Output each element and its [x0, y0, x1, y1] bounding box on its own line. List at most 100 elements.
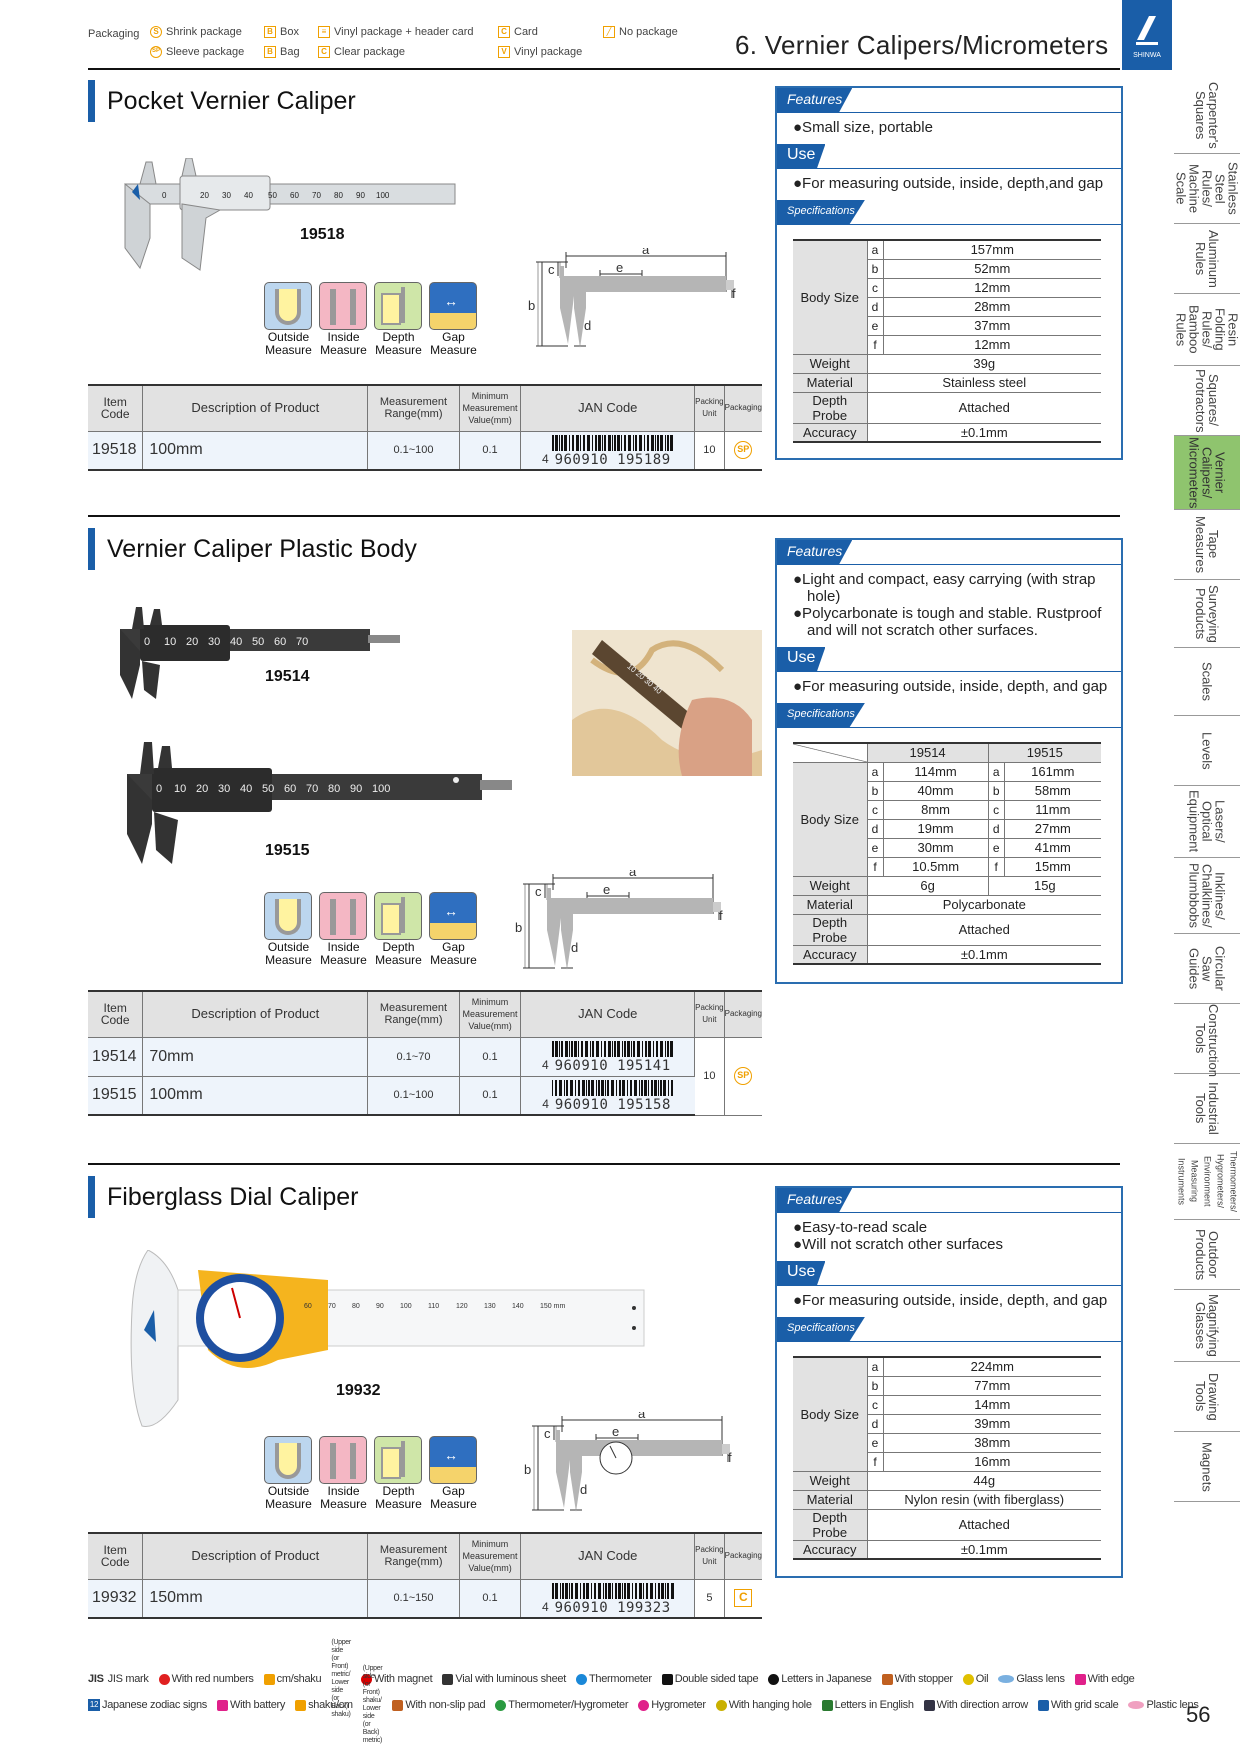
- sidebar-tab[interactable]: Tape Measures: [1174, 510, 1240, 580]
- sidebar-tab[interactable]: Construction Tools: [1174, 1004, 1240, 1077]
- inside-measure-icon: [319, 892, 367, 940]
- sidebar-tab[interactable]: Magnets: [1174, 1432, 1240, 1502]
- sidebar-tab[interactable]: Resin Folding Rules/ Bamboo Rules: [1174, 294, 1240, 366]
- svg-text:60: 60: [304, 1303, 312, 1310]
- sidebar-tab[interactable]: Thermometers/ Hygrometers/ Environment M…: [1174, 1144, 1240, 1220]
- svg-text:0: 0: [156, 783, 162, 795]
- svg-text:40: 40: [230, 636, 242, 648]
- use-header: Use: [777, 144, 1121, 169]
- legend-item: With edge: [1074, 1673, 1135, 1685]
- specifications-header: Specifications: [777, 200, 1121, 225]
- sidebar-tab[interactable]: Levels: [1174, 716, 1240, 786]
- svg-text:90: 90: [356, 191, 365, 200]
- page-title: 6. Vernier Calipers/Micrometers: [735, 30, 1109, 60]
- svg-text:80: 80: [328, 783, 340, 795]
- specifications-header: Specifications: [777, 1317, 1121, 1342]
- legend-item: Letters in Japanese: [768, 1673, 872, 1685]
- hand-holding-caliper-photo: 10 20 30 40: [572, 630, 762, 776]
- sidebar-tab[interactable]: Aluminum Rules: [1174, 224, 1240, 294]
- sidebar-tab[interactable]: Inklines/ Chalklines/ Plumbbobs: [1174, 858, 1240, 934]
- svg-text:40: 40: [244, 191, 253, 200]
- legend-item: With hanging hole: [715, 1699, 812, 1711]
- sidebar-tab[interactable]: Scales: [1174, 648, 1240, 716]
- legend-symbol-icon: [998, 1675, 1015, 1683]
- svg-text:80: 80: [352, 1303, 360, 1310]
- legend-item: shaku/cm: [295, 1699, 353, 1711]
- sidebar-tab[interactable]: Squares/ Protractors: [1174, 366, 1240, 436]
- legend-item: Double sided tape: [661, 1673, 759, 1685]
- svg-text:50: 50: [262, 783, 274, 795]
- gap-measure: ↔Gap Measure: [429, 1436, 478, 1511]
- svg-text:90: 90: [376, 1303, 384, 1310]
- svg-text:90: 90: [350, 783, 362, 795]
- sidebar-tab[interactable]: Lasers/ Optical Equipment: [1174, 786, 1240, 858]
- inside-measure-icon: [319, 1436, 367, 1484]
- sidebar-tab[interactable]: Stainless Steel Rules/ Machine Scale: [1174, 154, 1240, 224]
- svg-text:60: 60: [290, 191, 299, 200]
- legend-symbol-icon: [715, 1699, 727, 1711]
- sidebar-tab[interactable]: Surveying Products: [1174, 580, 1240, 648]
- legend-item: With battery: [217, 1699, 285, 1711]
- legend-no-package: ╱No package: [603, 26, 678, 38]
- sidebar-tab[interactable]: Magnifying Glasses: [1174, 1290, 1240, 1362]
- sidebar-tab[interactable]: Industrial Tools: [1174, 1074, 1240, 1144]
- legend-symbol-icon: [360, 1673, 372, 1685]
- svg-text:70: 70: [328, 1303, 336, 1310]
- svg-text:70: 70: [296, 636, 308, 648]
- legend-item: Hygrometer: [638, 1699, 706, 1711]
- vinyl-header-card-icon: ≡: [318, 26, 330, 38]
- sidebar-tab[interactable]: Outdoor Products: [1174, 1220, 1240, 1290]
- packaging-cell: SP: [724, 431, 762, 471]
- outside-measure: Outside Measure: [264, 892, 313, 967]
- sidebar-tab[interactable]: Carpenter's Squares: [1174, 78, 1240, 154]
- legend-item: With stopper: [881, 1673, 953, 1685]
- gap-measure: ↔Gap Measure: [429, 282, 478, 357]
- legend-item: With magnet: [360, 1673, 433, 1685]
- dim-label-d: d: [580, 1482, 587, 1497]
- legend-symbol-icon: [392, 1699, 404, 1711]
- legend-symbol-icon: [217, 1699, 228, 1711]
- gap-measure-icon: ↔: [429, 892, 477, 940]
- dim-label-f: f: [719, 908, 723, 923]
- clear-package-icon: C: [318, 46, 330, 58]
- legend-symbol-icon: [768, 1673, 780, 1685]
- legend-symbol-icon: [661, 1673, 673, 1685]
- legend-symbol-icon: [263, 1673, 275, 1685]
- sidebar-tab[interactable]: Drawing Tools: [1174, 1362, 1240, 1432]
- svg-text:20: 20: [200, 191, 209, 200]
- legend-item: With non-slip pad: [392, 1699, 486, 1711]
- sidebar-tab[interactable]: Vernier Calipers/ Micrometers: [1174, 436, 1240, 510]
- sidebar-tab[interactable]: Circular Saw Guides: [1174, 934, 1240, 1004]
- outside-measure: Outside Measure: [264, 282, 313, 357]
- product-title-fiberglass: Fiberglass Dial Caliper: [88, 1176, 588, 1218]
- measure-icons-2: Outside Measure Inside Measure Depth Mea…: [264, 892, 478, 967]
- sleeve-package-icon: SP: [150, 46, 162, 58]
- legend-symbol-icon: [1128, 1701, 1145, 1709]
- legend-symbol-icon: [821, 1699, 833, 1711]
- outside-measure-icon: [264, 892, 312, 940]
- zodiac-icon: 12: [88, 1699, 100, 1711]
- package-type-icon: SP: [734, 1067, 753, 1085]
- vinyl-package-icon: V: [498, 46, 510, 58]
- svg-text:40: 40: [240, 783, 252, 795]
- section-rule-2: [88, 515, 1120, 517]
- use-header: Use: [777, 647, 1121, 672]
- gap-measure-icon: ↔: [429, 282, 477, 330]
- dim-label-a: a: [642, 248, 650, 257]
- legend-item: (Upper side (or Front) metric/ Lower sid…: [331, 1639, 351, 1718]
